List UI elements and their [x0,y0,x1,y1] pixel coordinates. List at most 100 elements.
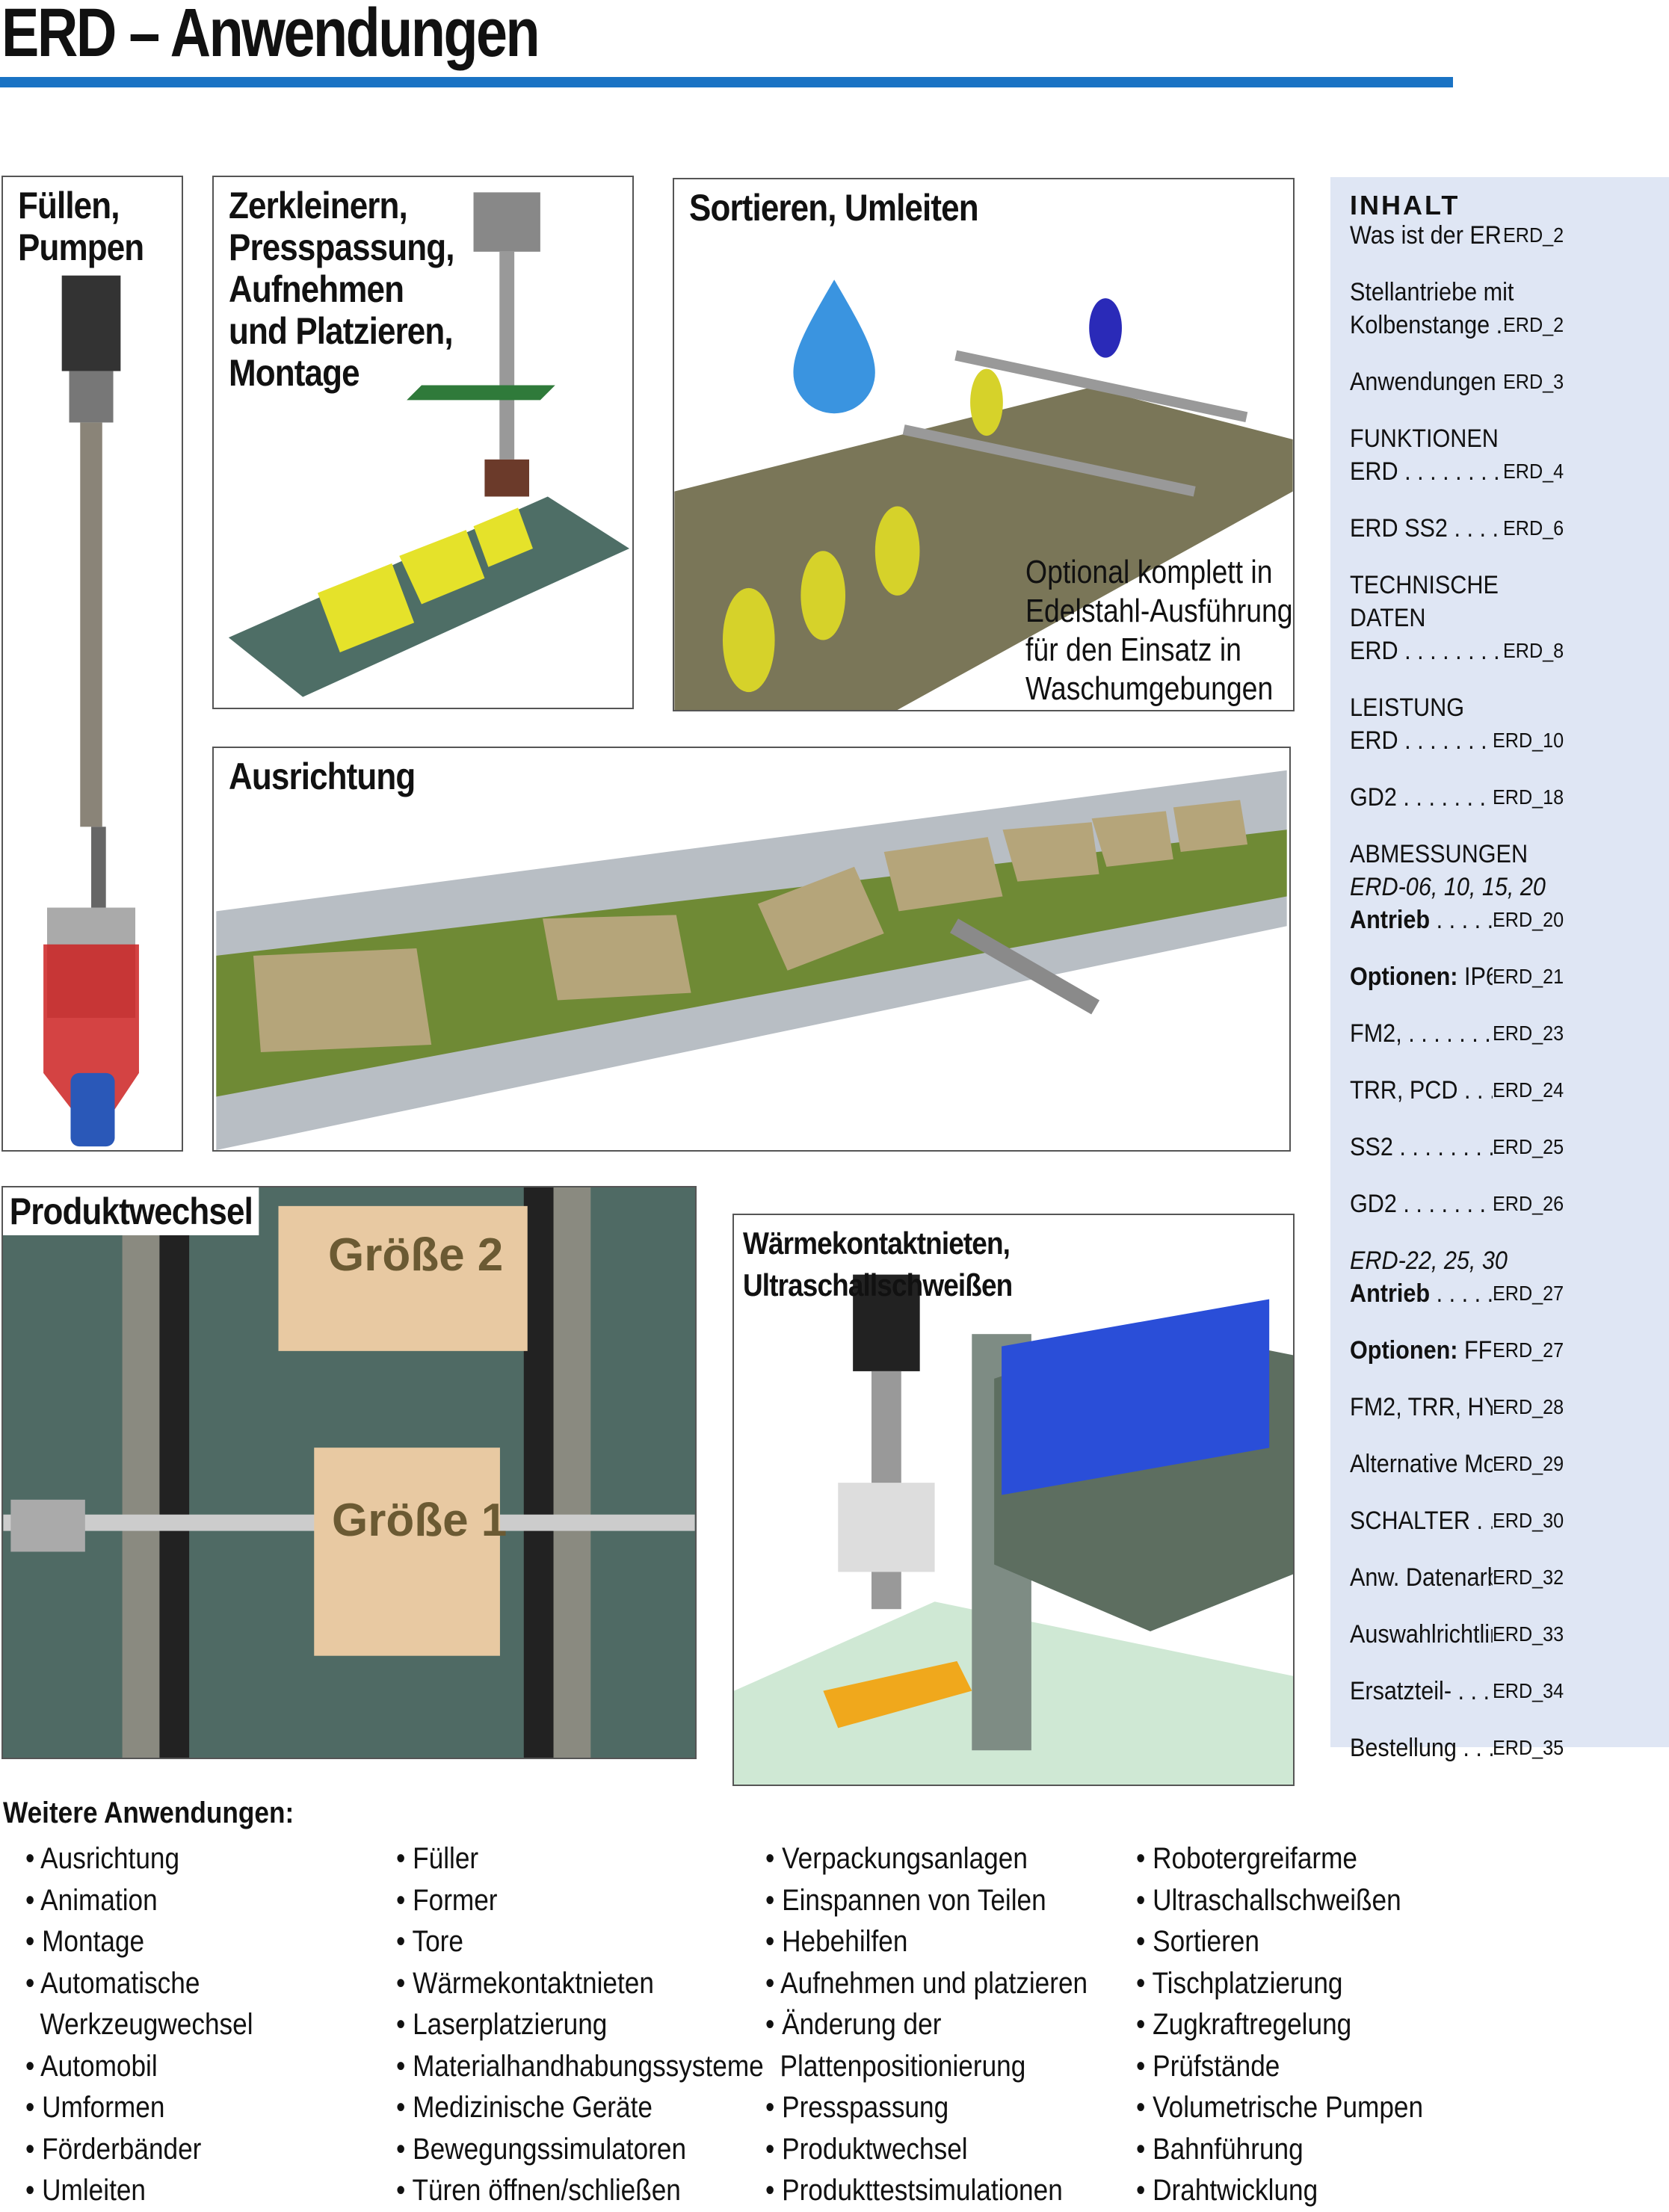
bullet: • [1136,1966,1153,2000]
toc-entry[interactable]: Was ist der ERDERD_2 [1350,219,1564,252]
more-applications-heading: Weitere Anwendungen: [3,1797,294,1829]
toc-entry-label: Anw. Datenarbeitsblatt [1350,1561,1493,1594]
bullet: • [396,2174,413,2207]
bullet: • [25,2049,41,2083]
toc-entry[interactable]: SS2ERD_25 [1350,1131,1564,1164]
toc-entry-text: Anw. Datenarbeitsblatt [1350,1563,1493,1592]
list-item: • Füller [396,1838,712,1880]
toc-entry-label: ERD [1350,724,1493,757]
bullet: • [25,1842,41,1875]
list-item-label: Tore [412,1925,463,1958]
toc-entry[interactable]: GD2ERD_18 [1350,781,1564,814]
toc-entry-row: Ersatzteil-ERD_34 [1350,1675,1564,1708]
toc-entry[interactable]: SCHALTERERD_30 [1350,1504,1564,1537]
list-item-label: Sortieren [1153,1925,1259,1958]
toc-entry[interactable]: FUNKTIONENERDERD_4 [1350,422,1564,488]
toc-entry-row: FM2,ERD_23 [1350,1017,1564,1050]
toc-entry-label: Antrieb [1350,1277,1493,1310]
toc-entry-row: Optionen: IP67, FFGERD_21 [1350,960,1564,993]
list-item-label: Animation [40,1883,158,1917]
toc-entry-bold: Optionen: [1350,1336,1458,1365]
list-item: • Tore [396,1921,712,1963]
list-item: • Wärmekontaktnieten [396,1963,712,2005]
toc-entry[interactable]: LEISTUNGERDERD_10 [1350,691,1564,757]
toc-entry-page: ERD_33 [1492,1622,1564,1646]
bullet: • [25,1883,41,1917]
list-item-label: Produkttestsimulationen [782,2174,1063,2207]
toc-entry[interactable]: Alternative MotorenERD_29 [1350,1448,1564,1480]
bullet: • [765,1842,783,1875]
toc-entry[interactable]: FM2,ERD_23 [1350,1017,1564,1050]
list-item: • Animation [25,1880,341,1922]
list-item: • Aufnehmen und platzieren [765,1963,1088,2005]
toc-entry-label: Kolbenstange [1350,309,1503,342]
list-item: • Türen öffnen/schließen [396,2170,712,2212]
list-item: • Drahtwicklung [1136,2170,1451,2212]
toc-entry-bold: Antrieb [1350,906,1431,934]
bullet: • [1136,2091,1153,2124]
sorting-conveyor-illustration [674,279,1293,710]
list-item-label: Produktwechsel [782,2132,968,2166]
list-item-label: Volumetrische Pumpen [1153,2091,1424,2124]
toc-entry-label: Antrieb [1350,903,1493,936]
toc-entry-label: GD2 [1350,1187,1493,1220]
pump-actuator-illustration [43,275,139,1147]
toc-entry-row: ERDERD_8 [1350,634,1564,667]
toc-entry[interactable]: Optionen: FFGERD_27 [1350,1334,1564,1367]
list-item-label: Füller [413,1842,479,1875]
toc-entry[interactable]: TECHNISCHE DATENERDERD_8 [1350,569,1564,667]
list-item-label: Hebehilfen [782,1925,908,1958]
toc-entry-text: Alternative Motoren [1350,1450,1493,1478]
toc-entry-text: ERD [1350,457,1398,486]
toc-entry[interactable]: Ersatzteil-ERD_34 [1350,1675,1564,1708]
toc-entry-models: ERD-22, 25, 30 [1350,1246,1508,1275]
toc-entry-page: ERD_21 [1492,965,1564,988]
toc-entry[interactable]: GD2ERD_26 [1350,1187,1564,1220]
toc-entry[interactable]: ERD-22, 25, 30AntriebERD_27 [1350,1244,1564,1310]
toc-entry-page: ERD_8 [1502,639,1564,662]
list-item: • Umformen [25,2087,341,2129]
list-item: • Ausrichtung [25,1838,341,1880]
toc-entry-text: Kolbenstange [1350,311,1490,339]
bullet: • [1136,2132,1153,2166]
toc-entry[interactable]: ERD SS2 ERD_6 [1350,512,1564,545]
toc-entry[interactable]: AnwendungenERD_3 [1350,365,1564,398]
bullet: • [396,2049,413,2083]
list-item: • Förderbänder [25,2129,341,2171]
toc-entry-page: ERD_6 [1502,516,1564,540]
bullet: • [765,2008,783,2041]
toc-entry-text: Was ist der ERD [1350,221,1503,250]
toc-entry-label: Anwendungen [1350,365,1503,398]
toc-entry-row: BestellungERD_35 [1350,1731,1564,1764]
heat-staking-illustration [734,1274,1293,1785]
alignment-conveyor-illustration [216,770,1287,1150]
list-item: • Former [396,1880,712,1922]
toc-entry-row: AuswahlrichtlinienERD_33 [1350,1618,1564,1651]
bullet: • [1136,2174,1153,2207]
toc-entry[interactable]: FM2, TRR, HYG1ERD_28 [1350,1391,1564,1424]
toc-entry-label: Bestellung [1350,1731,1493,1764]
list-item-label: Umleiten [42,2174,146,2207]
toc-entry[interactable]: AuswahlrichtlinienERD_33 [1350,1618,1564,1651]
toc-entry[interactable]: TRR, PCDERD_24 [1350,1074,1564,1107]
toc-entry[interactable]: Optionen: IP67, FFGERD_21 [1350,960,1564,993]
product-change-illustration [3,1187,695,1758]
size-2-label: Größe 2 [328,1229,504,1281]
toc-entry-page: ERD_27 [1492,1282,1564,1305]
list-item: • Umleiten [25,2170,341,2212]
toc-entry[interactable]: Stellantriebe mitKolbenstangeERD_2 [1350,276,1564,342]
toc-entry-text: ERD SS2 [1350,514,1448,543]
list-item: • Verpackungsanlagen [765,1838,1081,1880]
list-item-label: Ausrichtung [40,1842,180,1875]
panel-produktwechsel: Produktwechsel Größe 2 Größe 1 [1,1186,697,1759]
panel-title: Wärmekontaktnieten, Ultraschallschweißen [743,1226,1013,1303]
toc-entry[interactable]: Anw. DatenarbeitsblattERD_32 [1350,1561,1564,1594]
toc-entry-page: ERD_18 [1492,785,1564,809]
bullet: • [396,2132,413,2166]
bullet: • [765,2132,783,2166]
toc-entry[interactable]: BestellungERD_35 [1350,1731,1564,1764]
list-item: • Materialhandhabungssysteme [396,2046,764,2088]
size-1-label: Größe 1 [332,1495,508,1546]
list-item-label: Materialhandhabungssysteme [413,2049,764,2083]
